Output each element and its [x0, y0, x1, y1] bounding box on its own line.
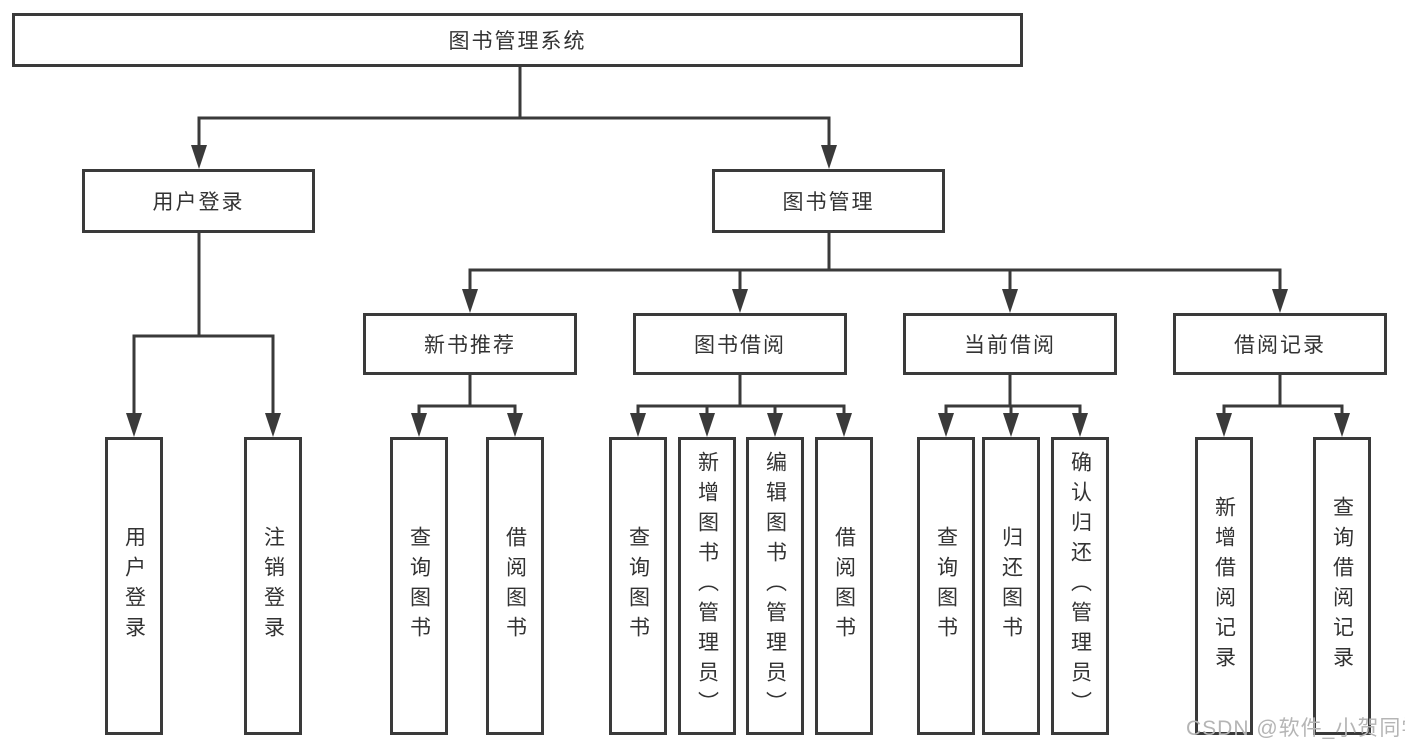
leaf-label: 编辑图书（管理员） [763, 451, 787, 721]
leaf-label: 借阅图书 [832, 526, 856, 646]
connector-line [417, 375, 517, 418]
connector-line [132, 233, 275, 416]
connector-line [636, 375, 846, 418]
leaf-records-add-borrow-record: 新增借阅记录 [1195, 437, 1253, 735]
connector-line [197, 67, 831, 148]
leaf-label: 查询图书 [407, 526, 431, 646]
node-book-management: 图书管理 [712, 169, 945, 233]
leaf-label: 借阅图书 [503, 526, 527, 646]
arrow-down-icon [1272, 289, 1288, 313]
arrow-down-icon [1072, 413, 1088, 437]
arrow-down-icon [126, 413, 142, 437]
leaf-label: 查询图书 [626, 526, 650, 646]
node-new-book-recommendation: 新书推荐 [363, 313, 577, 375]
node-current-borrowing: 当前借阅 [903, 313, 1117, 375]
arrow-down-icon [265, 413, 281, 437]
node-root: 图书管理系统 [12, 13, 1023, 67]
leaf-logout: 注销登录 [244, 437, 302, 735]
leaf-borrowing-borrow-books: 借阅图书 [815, 437, 873, 735]
leaf-current-confirm-return-admin: 确认归还（管理员） [1051, 437, 1109, 735]
arrow-down-icon [1003, 413, 1019, 437]
connector-line [944, 375, 1082, 418]
leaf-current-return-books: 归还图书 [982, 437, 1040, 735]
arrow-down-icon [732, 289, 748, 313]
connector-line [468, 233, 1282, 292]
arrow-down-icon [767, 413, 783, 437]
leaf-current-query-books: 查询图书 [917, 437, 975, 735]
connector-line [1222, 375, 1344, 418]
arrow-down-icon [938, 413, 954, 437]
watermark: CSDN @软件_小贺同学 [1186, 717, 1405, 740]
arrow-down-icon [411, 413, 427, 437]
leaf-user-login: 用户登录 [105, 437, 163, 735]
leaf-label: 查询借阅记录 [1330, 496, 1354, 676]
arrow-down-icon [191, 145, 207, 169]
leaf-borrowing-edit-books-admin: 编辑图书（管理员） [746, 437, 804, 735]
arrow-down-icon [836, 413, 852, 437]
leaf-label: 归还图书 [999, 526, 1023, 646]
arrow-down-icon [462, 289, 478, 313]
leaf-label: 新增图书（管理员） [695, 451, 719, 721]
leaf-newbooks-borrow-books: 借阅图书 [486, 437, 544, 735]
leaf-label: 查询图书 [934, 526, 958, 646]
arrow-down-icon [630, 413, 646, 437]
arrow-down-icon [1216, 413, 1232, 437]
arrow-down-icon [1002, 289, 1018, 313]
arrow-down-icon [699, 413, 715, 437]
node-user-login: 用户登录 [82, 169, 315, 233]
leaf-borrowing-query-books: 查询图书 [609, 437, 667, 735]
arrow-down-icon [1334, 413, 1350, 437]
leaf-records-query-borrow-record: 查询借阅记录 [1313, 437, 1371, 735]
arrow-down-icon [507, 413, 523, 437]
leaf-label: 用户登录 [122, 526, 146, 646]
arrow-down-icon [821, 145, 837, 169]
leaf-label: 确认归还（管理员） [1068, 451, 1092, 721]
leaf-label: 注销登录 [261, 526, 285, 646]
node-borrowing-records: 借阅记录 [1173, 313, 1387, 375]
node-book-borrowing: 图书借阅 [633, 313, 847, 375]
leaf-borrowing-add-books-admin: 新增图书（管理员） [678, 437, 736, 735]
leaf-label: 新增借阅记录 [1212, 496, 1236, 676]
leaf-newbooks-query-books: 查询图书 [390, 437, 448, 735]
